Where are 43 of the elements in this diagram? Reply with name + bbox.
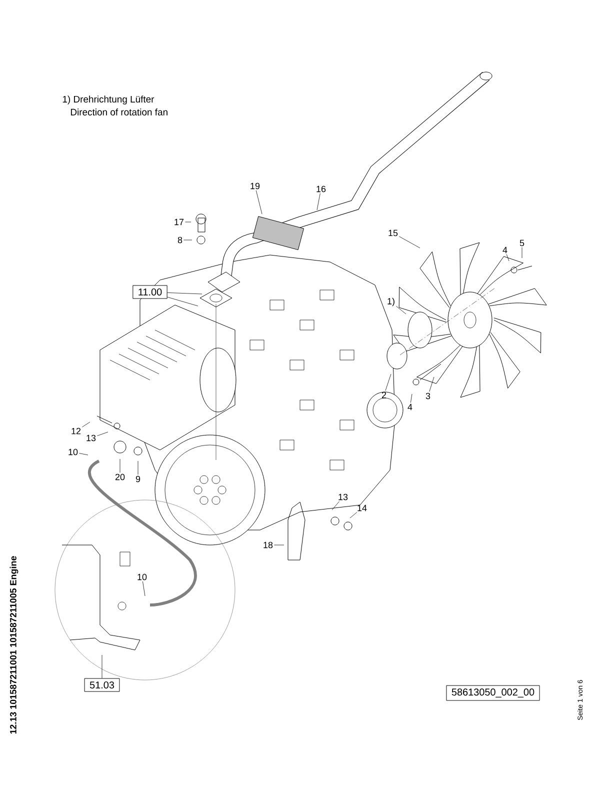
callout-number: 10	[138, 574, 147, 580]
callout-number: 20	[115, 474, 125, 480]
callout-number: 16	[316, 186, 326, 192]
callout-number: 4	[408, 404, 412, 410]
leader-line	[398, 236, 420, 248]
leader-line	[316, 193, 320, 210]
callout-number: 19	[250, 182, 260, 190]
leader-line	[142, 581, 146, 596]
leader-line	[396, 306, 406, 314]
leader-line	[167, 296, 198, 306]
callout-number: 13	[338, 494, 348, 500]
reference-box: 58613050_002_00	[446, 685, 540, 701]
leader-line	[96, 432, 108, 436]
leader-line	[429, 376, 434, 392]
leader-line	[506, 254, 510, 262]
leader-line	[385, 374, 392, 391]
reference-box: 11.00	[132, 285, 168, 299]
callout-number: 14	[358, 504, 367, 512]
leader-line	[350, 512, 358, 518]
callout-number: 3	[426, 392, 430, 400]
callout-number: 8	[178, 236, 182, 244]
leader-line	[410, 394, 412, 403]
callout-number: 9	[136, 476, 140, 482]
leader-line	[167, 292, 202, 294]
callout-number: 2	[382, 392, 386, 398]
callout-number: 5	[520, 240, 524, 246]
reference-box: 51.03	[84, 678, 120, 692]
leader-line	[256, 190, 262, 214]
callout-number: 18	[264, 542, 273, 548]
callout-number: 4	[502, 246, 508, 254]
callout-number: 10	[68, 448, 78, 456]
callout-number: 15	[388, 230, 398, 236]
callout-number: 12	[72, 428, 81, 434]
note-text: 1) Drehrichtung Lüfter	[62, 96, 154, 104]
page-label: 12.13 101587211001 101587211005 Engine	[10, 556, 18, 734]
leader-line	[274, 544, 284, 546]
leader-line	[82, 422, 90, 428]
callout-number: 1)	[388, 298, 394, 306]
callout-number: 17	[174, 218, 184, 226]
note-text: Direction of rotation fan	[70, 108, 168, 116]
callout-number: 13	[86, 434, 96, 442]
leader-line	[332, 501, 340, 510]
leader-line	[78, 453, 88, 456]
